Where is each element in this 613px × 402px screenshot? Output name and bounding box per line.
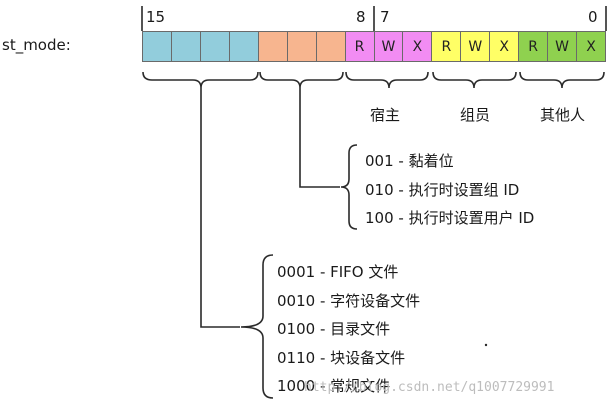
- special-connector: [299, 88, 340, 188]
- brace-file-type: [142, 71, 259, 89]
- bit-cell-owner: R: [345, 32, 375, 61]
- bit-cell-group: X: [490, 32, 520, 61]
- file-type-connector: [200, 88, 240, 328]
- brace-special: [259, 71, 344, 89]
- bit-cell-type: [171, 32, 201, 61]
- bit-cell-special: [316, 32, 346, 61]
- special-bit-item: 100 - 执行时设置用户 ID: [365, 209, 535, 227]
- other-label: 其他人: [540, 106, 586, 124]
- watermark-text: http://blog.csdn.net/q1007729991: [304, 380, 555, 395]
- group-label: 组员: [460, 106, 491, 124]
- file-type-item: 1000 - 常规文件: [277, 377, 391, 395]
- bit-cell-type: [200, 32, 230, 61]
- bit-cell-group: W: [461, 32, 491, 61]
- file-type-item: 0001 - FIFO 文件: [277, 263, 399, 281]
- bit-cell-owner: X: [403, 32, 433, 61]
- bit-0-label: 0: [588, 8, 598, 26]
- owner-label: 宿主: [370, 106, 401, 124]
- brace-special-list: [340, 144, 358, 230]
- field-label: st_mode:: [2, 36, 71, 54]
- special-bit-item: 010 - 执行时设置组 ID: [365, 181, 520, 199]
- bit-cell-type: [229, 32, 259, 61]
- brace-other: [519, 71, 605, 89]
- bit-cell-type: [143, 32, 172, 61]
- bit-7-label: 7: [380, 8, 390, 26]
- file-type-item: 0010 - 字符设备文件: [277, 292, 421, 310]
- bit-cell-other: R: [519, 32, 549, 61]
- bit-cell-group: R: [432, 32, 462, 61]
- bit-cell-owner: W: [374, 32, 404, 61]
- file-type-item: 0110 - 块设备文件: [277, 349, 406, 367]
- bit-cell-special: [287, 32, 317, 61]
- bit-cell-other: X: [577, 32, 605, 61]
- bit-15-label: 15: [146, 8, 166, 26]
- brace-group: [432, 71, 517, 89]
- special-bit-item: 001 - 黏着位: [365, 152, 454, 170]
- brace-file-type-list: [240, 254, 274, 399]
- bit-cell-other: W: [548, 32, 578, 61]
- file-type-item: 0100 - 目录文件: [277, 320, 391, 338]
- brace-owner: [345, 71, 429, 89]
- bit-cell-special: [258, 32, 288, 61]
- bit-8-label: 8: [356, 8, 366, 26]
- stray-dot: [484, 343, 488, 347]
